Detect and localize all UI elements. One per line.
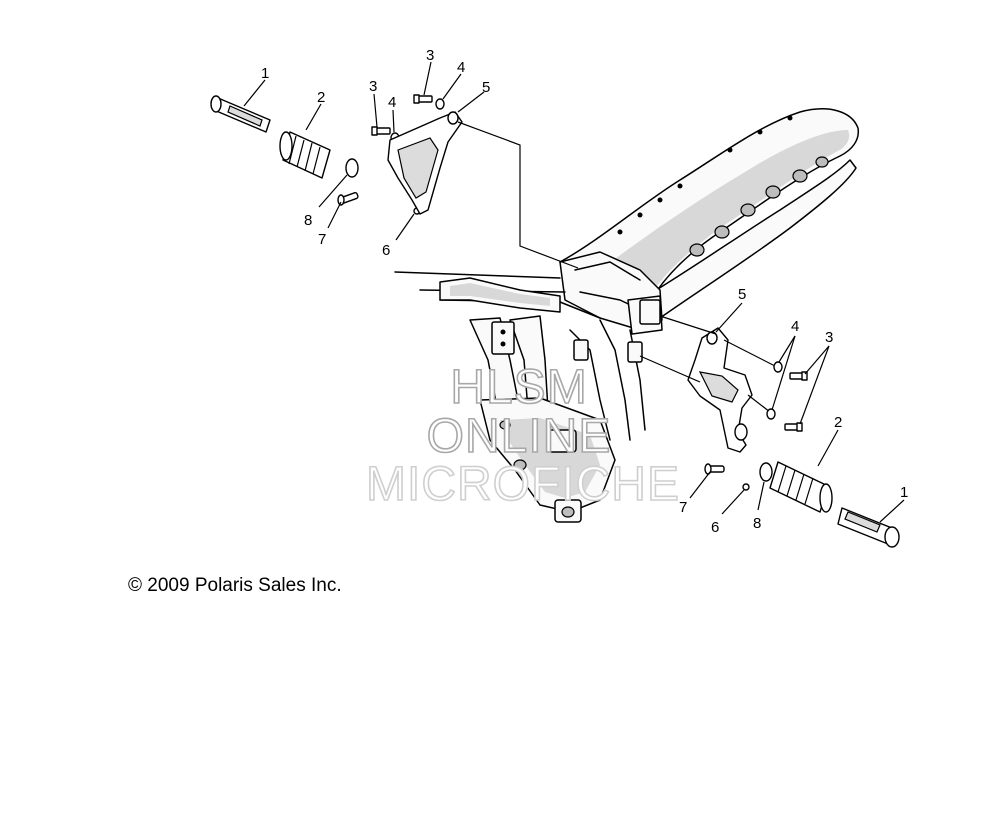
motorcycle-frame: [394, 108, 860, 523]
bolt-upper-left: [413, 94, 433, 104]
watermark: HLSM ONLINE MICROFICHE: [365, 360, 680, 512]
footpeg-bracket-left: [387, 111, 463, 215]
watermark-line-1: HLSM: [450, 361, 587, 414]
watermark-line-2: ONLINE: [427, 410, 612, 463]
callout-right-6: 6: [711, 519, 719, 536]
washer-upper-left: [435, 98, 445, 110]
leader-bracket-to-washer-lower: [747, 394, 771, 413]
footpeg-rubber-left: [279, 131, 331, 179]
callout-left-7: 7: [318, 231, 326, 248]
callout-left-4a: 4: [457, 59, 465, 76]
bolt-upper-right: [789, 371, 808, 381]
clevis-pin-right: [704, 463, 725, 475]
callout-leaders: [243, 61, 905, 523]
callout-left-2: 2: [317, 89, 325, 106]
right-footpeg-assembly: [639, 315, 900, 548]
left-footpeg-assembly: [210, 94, 579, 269]
callout-left-3b: 3: [369, 78, 377, 95]
callout-right-8: 8: [753, 515, 761, 532]
callout-left-6: 6: [382, 242, 390, 259]
footpeg-pin-left: [210, 95, 271, 133]
leader-frame-to-bracket-right: [659, 315, 717, 335]
leader-frame-to-bracket-right-lower: [639, 355, 701, 383]
callout-right-3: 3: [825, 329, 833, 346]
watermark-line-3: MICROFICHE: [366, 458, 680, 511]
callout-right-4: 4: [791, 318, 799, 335]
callout-labels: 1 2 3 4 3 4 5 8 7 6 5 4 3 2 1 7 6 8: [261, 47, 908, 536]
callout-left-4b: 4: [388, 94, 396, 111]
callout-right-2: 2: [834, 414, 842, 431]
callout-right-1: 1: [900, 484, 908, 501]
leader-bracket-to-washer-upper: [723, 339, 776, 367]
callout-right-5: 5: [738, 286, 746, 303]
washer-right: [759, 462, 773, 482]
footpeg-pin-right: [837, 507, 900, 548]
clevis-pin-left: [337, 191, 359, 206]
washer-lower-right: [766, 408, 776, 420]
callout-left-3a: 3: [426, 47, 434, 64]
bolt-lower-right: [784, 422, 803, 432]
callout-left-1: 1: [261, 65, 269, 82]
washer-upper-right: [773, 361, 783, 373]
bolt-lower-left: [371, 126, 391, 136]
callout-right-7: 7: [679, 499, 687, 516]
cotter-clip-right: [742, 483, 750, 491]
callout-left-8: 8: [304, 212, 312, 229]
copyright-notice: © 2009 Polaris Sales Inc.: [128, 575, 342, 596]
callout-left-5: 5: [482, 79, 490, 96]
washer-left: [345, 158, 359, 178]
leader-bracket-left-to-frame: [457, 121, 579, 269]
footpeg-rubber-right: [769, 461, 833, 513]
footpeg-bracket-right: [687, 327, 753, 453]
